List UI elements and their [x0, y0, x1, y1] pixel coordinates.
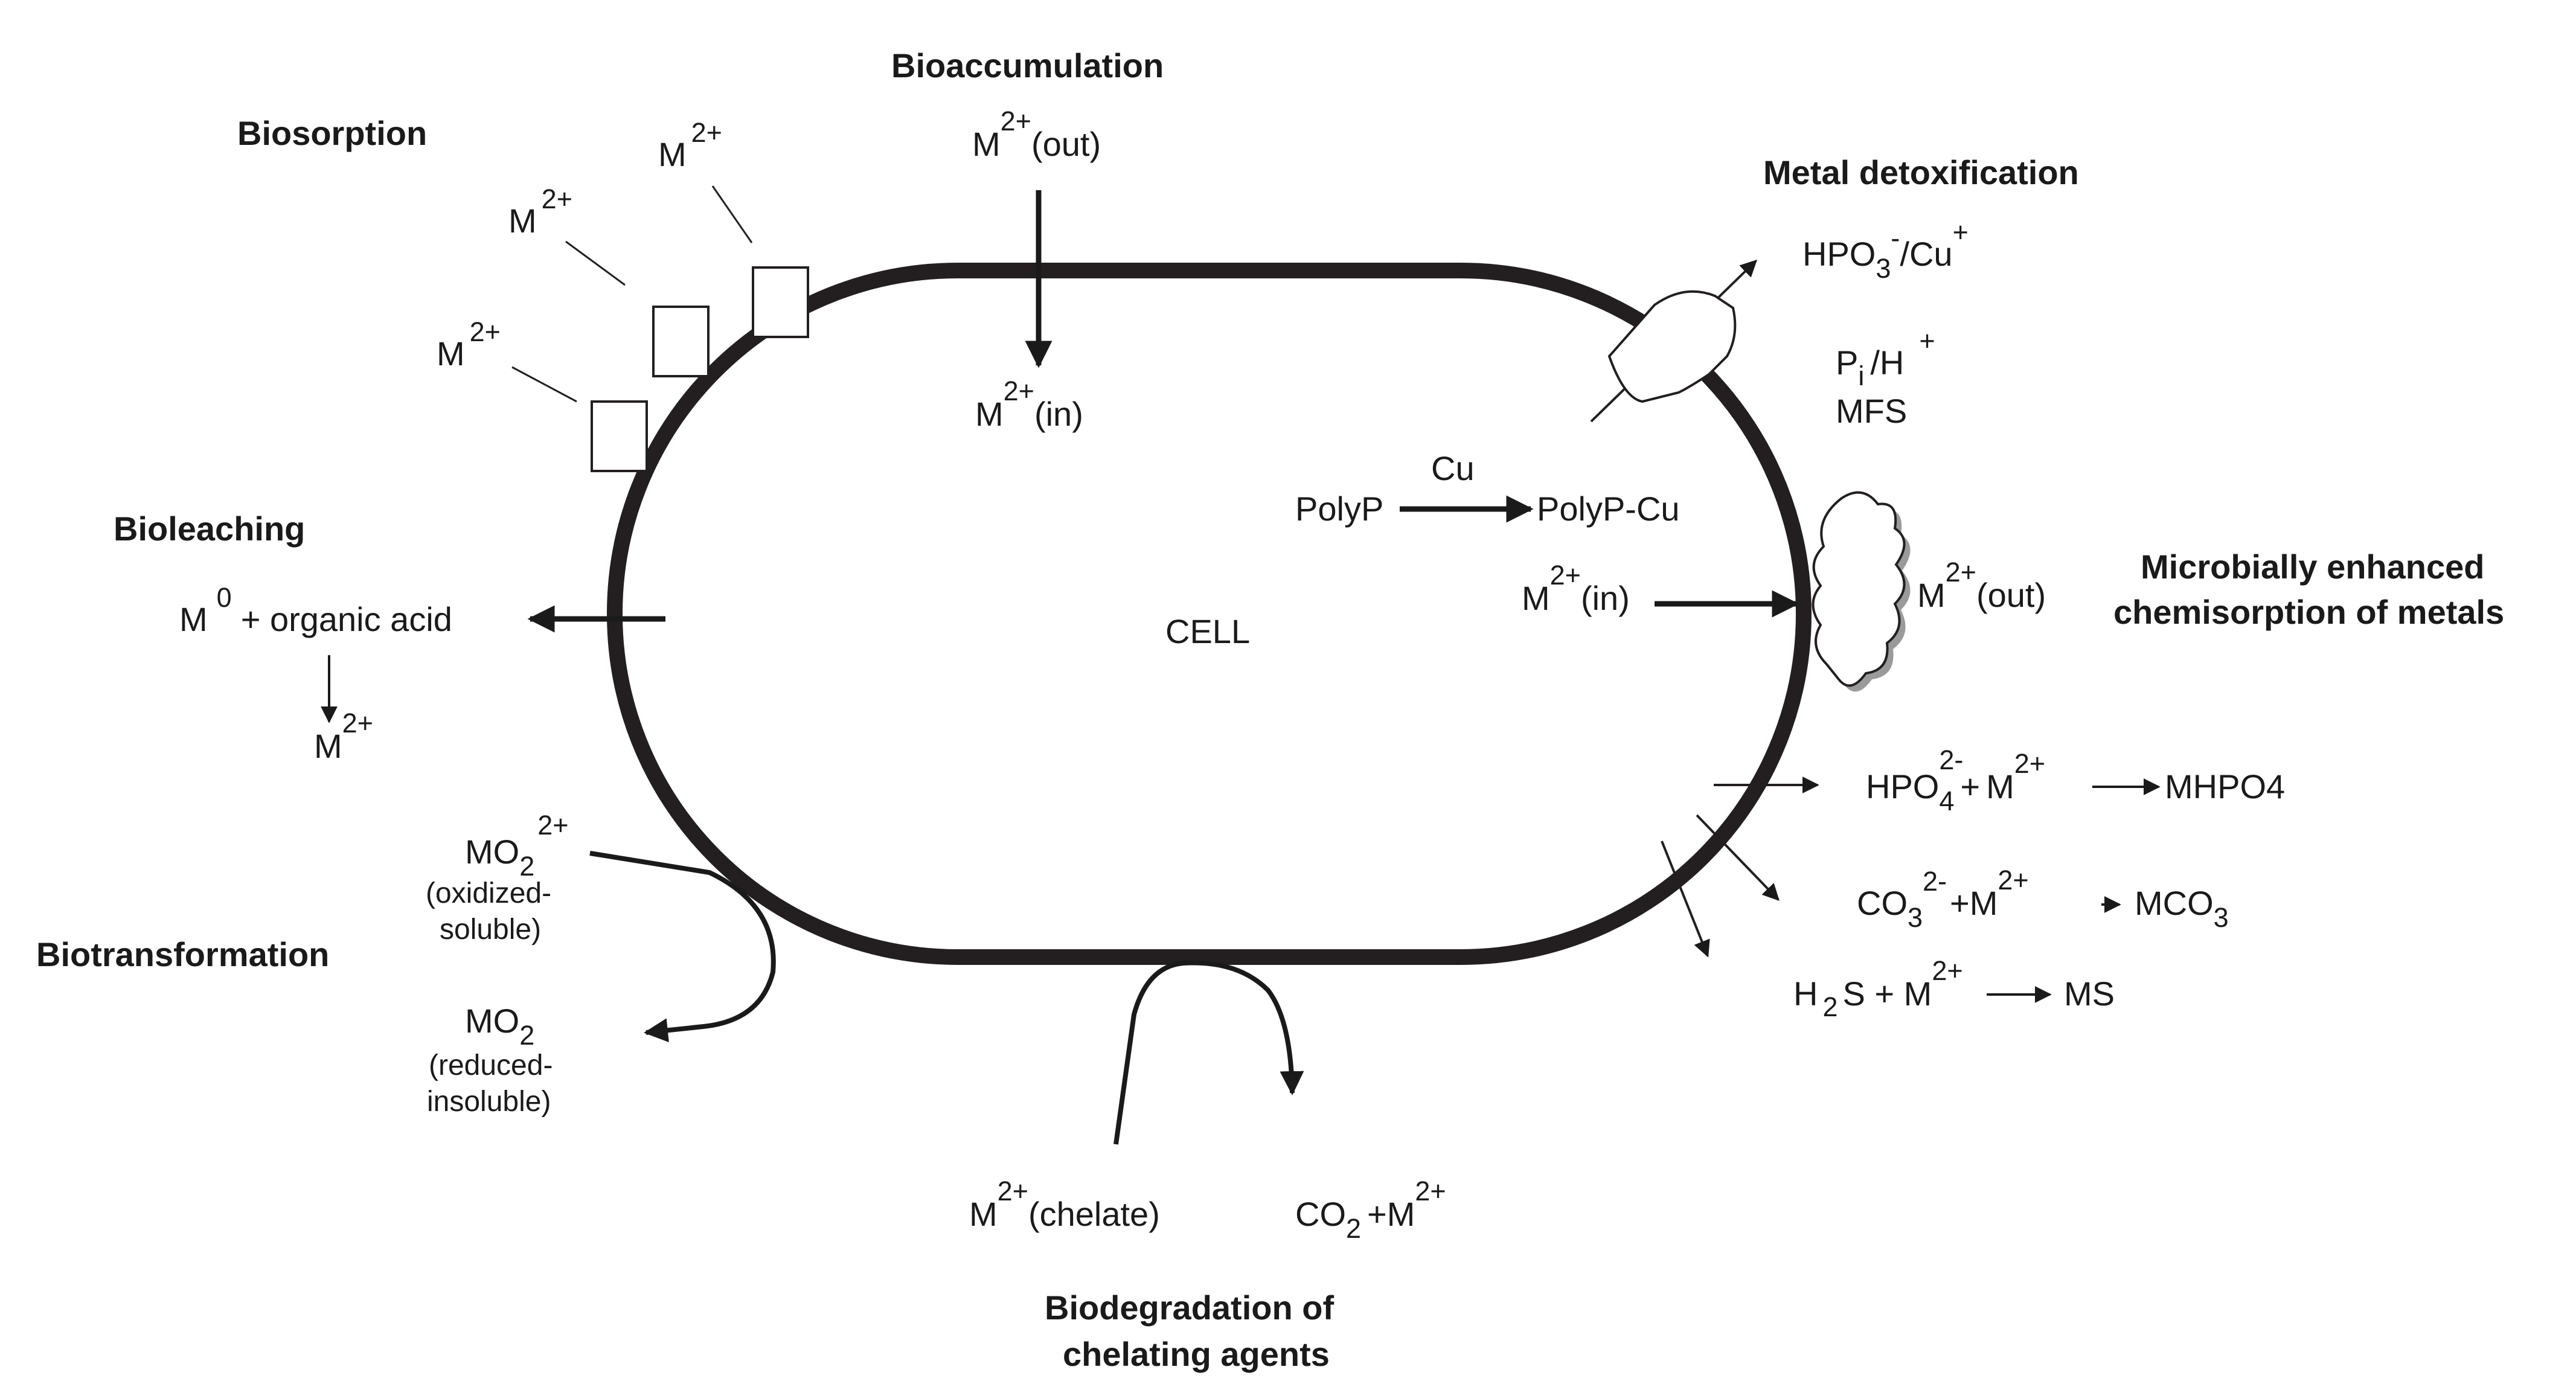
biosorption-ion-2: M2+: [508, 184, 572, 240]
biosorption-ion-1: M2+: [437, 316, 501, 373]
bioleaching-product: M2+: [314, 708, 373, 765]
biotransformation-path: [589, 851, 776, 1043]
heading-microbial-2: chemisorption of metals: [2113, 593, 2504, 631]
heading-bioleaching: Bioleaching: [114, 510, 305, 548]
polyp-cu-label: PolyP-Cu: [1537, 490, 1680, 528]
reaction-phosphate: HPO42-+M2+: [1866, 745, 2045, 816]
cu-label: Cu: [1431, 449, 1475, 487]
oxidized-metal: MO22+: [465, 810, 569, 882]
mfs-transporter: [1607, 290, 1737, 403]
bioaccumulation-ion-in: M2+(in): [975, 376, 1083, 433]
reduced-note-1: (reduced-: [429, 1049, 553, 1081]
heading-biosorption: Biosorption: [237, 114, 427, 152]
product-mco3: MCO3: [2135, 884, 2229, 933]
reaction-carbonate: CO32-+M2+: [1857, 865, 2029, 933]
bioaccumulation-ion-out: M2+(out): [972, 106, 1101, 163]
binding-site-1: [591, 400, 648, 472]
binding-site-3: [752, 266, 809, 338]
heading-biotransformation: Biotransformation: [36, 935, 329, 973]
heading-metal-detoxification: Metal detoxification: [1763, 153, 2079, 191]
biosorption-link-1: [511, 366, 577, 403]
biosorption-link-3: [711, 185, 753, 243]
co2-product: CO2+M2+: [1295, 1176, 1446, 1244]
reduced-metal: MO2: [465, 1002, 534, 1051]
heading-microbial-1: Microbially enhanced: [2141, 548, 2485, 586]
chemisorption-ion-in: M2+(in): [1522, 560, 1630, 617]
product-mhpo4: MHPO4: [2165, 767, 2285, 806]
reduced-note-2: insoluble): [427, 1086, 551, 1118]
pi-h-symport: Pi/H+: [1836, 325, 1935, 391]
product-ms: MS: [2064, 975, 2115, 1013]
heading-biodegradation-2: chelating agents: [1063, 1335, 1330, 1373]
efflux-arrow-2: [1696, 814, 1780, 902]
oxidized-note-2: soluble): [440, 914, 541, 946]
cell-membrane: [607, 263, 1812, 965]
chelate-label: M2+(chelate): [969, 1176, 1160, 1233]
biosorption-link-2: [565, 240, 626, 286]
chemisorption-ion-out: M2+(out): [1917, 557, 2046, 614]
cell-label: CELL: [1165, 612, 1250, 650]
binding-site-2: [652, 306, 710, 377]
oxidized-note-1: (oxidized-: [426, 877, 551, 909]
heading-biodegradation-1: Biodegradation of: [1045, 1289, 1334, 1327]
polyp-label: PolyP: [1295, 490, 1383, 528]
heading-bioaccumulation: Bioaccumulation: [891, 46, 1164, 85]
efflux-arrow-3: [1661, 841, 1710, 958]
bioleaching-reactant: M0+ organic acid: [179, 582, 452, 638]
detox-product: HPO3-/Cu+: [1802, 217, 1969, 284]
biosorption-ion-3: M2+: [658, 117, 722, 173]
precipitate-cloud: [1812, 491, 1906, 687]
biodegradation-path: [1113, 960, 1304, 1145]
mfs-label: MFS: [1836, 392, 1907, 430]
